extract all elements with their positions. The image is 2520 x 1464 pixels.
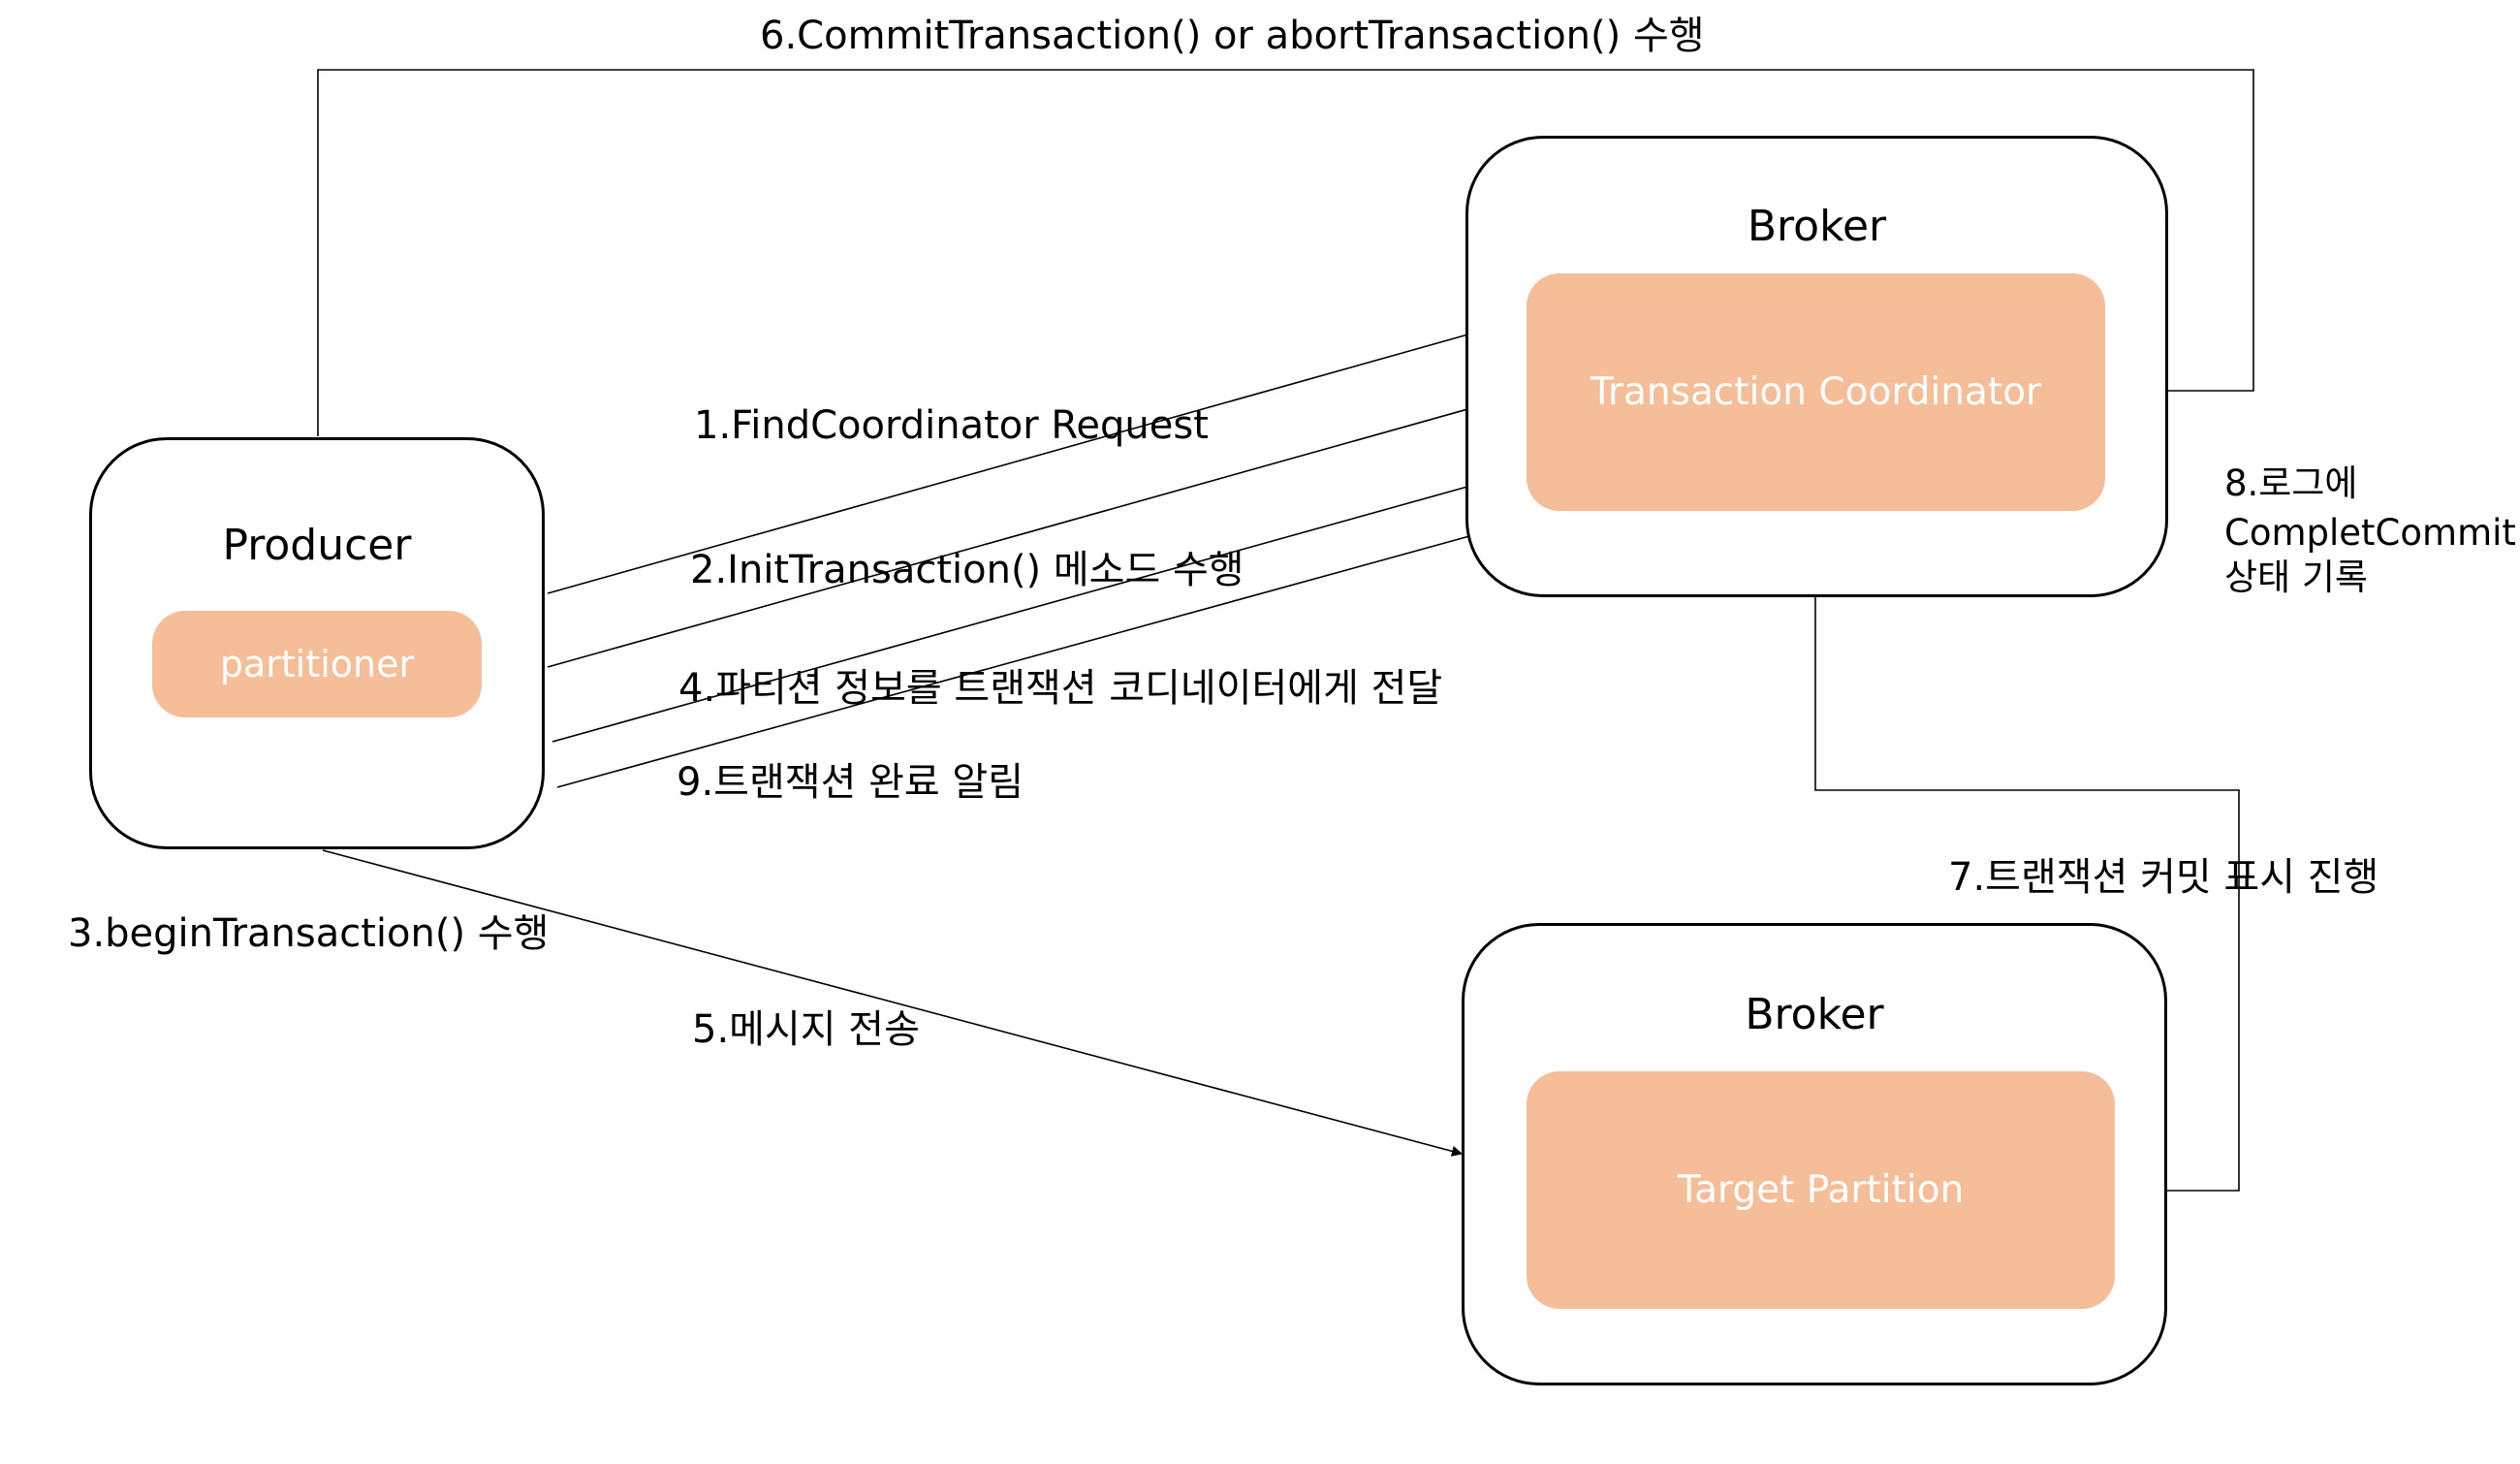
step5-arrow <box>322 849 1464 1157</box>
step6-label: 6.CommitTransaction() or abortTransactio… <box>760 14 1705 58</box>
step4-label: 4.파티션 정보를 트랜잭션 코디네이터에게 전달 <box>678 666 1443 711</box>
step9-arrow <box>556 506 1570 788</box>
transaction-coordinator-label: Transaction Coordinator <box>1590 370 2042 414</box>
step8-label-line1: 8.로그에 <box>2224 462 2358 504</box>
partitioner-label: partitioner <box>219 643 415 685</box>
step5-label: 5.메시지 전송 <box>692 1007 920 1052</box>
step8-label-line3: 상태 기록 <box>2224 557 2368 598</box>
partitioner-component: partitioner <box>152 611 482 717</box>
step8-label-line2: CompletCommit <box>2224 512 2516 554</box>
target-partition-label: Target Partition <box>1677 1168 1965 1212</box>
step7-label: 7.트랜잭션 커밋 표시 진행 <box>1948 855 2379 900</box>
broker-bottom-title: Broker <box>1745 990 1884 1039</box>
step2-arrow <box>547 390 1528 668</box>
step7-arrow <box>1814 511 2240 1196</box>
step2-label: 2.InitTransaction() 메소드 수행 <box>690 548 1244 592</box>
target-partition-component: Target Partition <box>1527 1071 2115 1309</box>
step3-label: 3.beginTransaction() 수행 <box>68 911 550 956</box>
step1-arrow <box>547 315 1528 594</box>
producer-title: Producer <box>222 521 412 570</box>
step4-arrow <box>551 467 1528 743</box>
transaction-coordinator-component: Transaction Coordinator <box>1527 273 2105 511</box>
step6-arrow <box>317 69 2254 436</box>
step1-label: 1.FindCoordinator Request <box>694 403 1209 448</box>
step9-label: 9.트랜잭션 완료 알림 <box>677 760 1024 805</box>
broker-top-title: Broker <box>1747 202 1887 251</box>
